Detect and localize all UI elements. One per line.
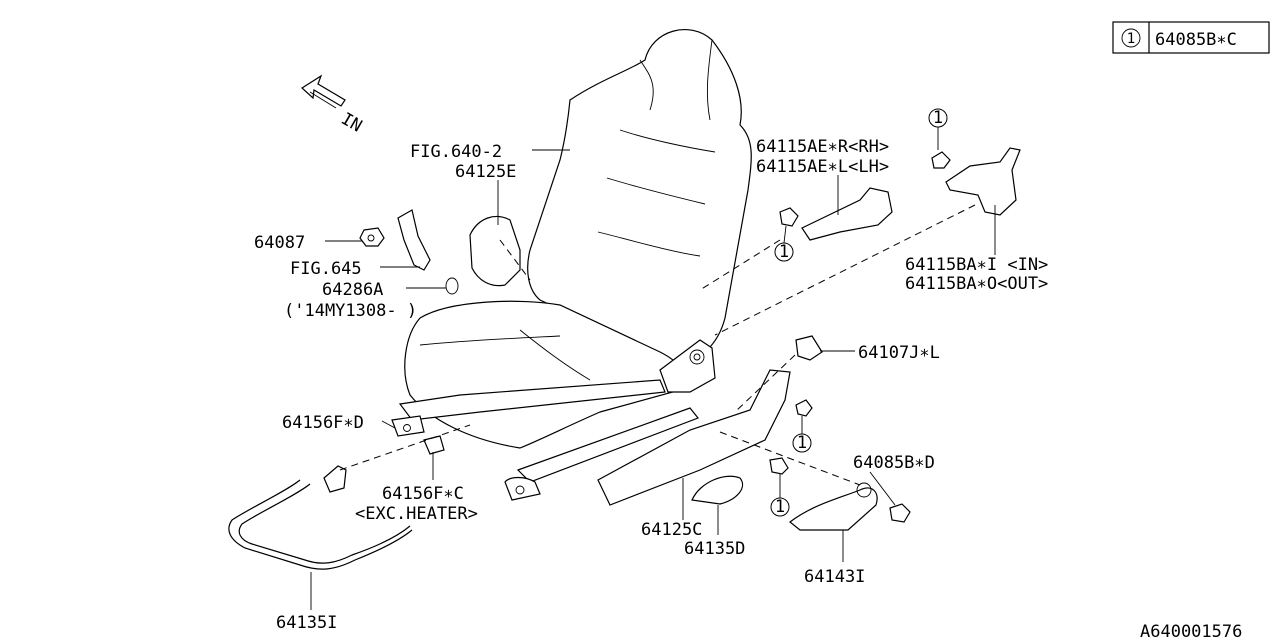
part-64156F-C bbox=[423, 435, 445, 455]
label-64115BA-I: 64115BA∗I <IN> bbox=[905, 255, 1048, 275]
part-64286A-washer bbox=[445, 277, 459, 295]
label-exc-heater: <EXC.HEATER> bbox=[355, 504, 478, 524]
label-64156F-D: 64156F∗D bbox=[282, 413, 364, 433]
svg-text:1: 1 bbox=[779, 242, 789, 262]
seat-backrest bbox=[527, 29, 752, 366]
part-64125E-inner-cover bbox=[469, 215, 521, 287]
callout-lower-side-screw: 1 bbox=[770, 474, 790, 517]
part-64115BA-recliner-cover bbox=[945, 147, 1021, 216]
part-64156F-D bbox=[323, 465, 347, 493]
assembly-line-side bbox=[719, 431, 861, 486]
label-64085B-D: 64085B∗D bbox=[853, 453, 935, 473]
callout-upper-side-screw: 1 bbox=[792, 416, 812, 453]
label-64143I: 64143I bbox=[804, 567, 865, 587]
label-fig645: FIG.645 bbox=[290, 259, 362, 279]
label-64115AE-R: 64115AE∗R<RH> bbox=[756, 137, 889, 157]
in-direction-arrow-icon bbox=[301, 74, 346, 109]
part-64125C-side-cover bbox=[597, 369, 791, 506]
assembly-line-harness bbox=[339, 424, 471, 471]
label-64107J: 64107J∗L bbox=[858, 343, 940, 363]
label-64125E: 64125E bbox=[455, 162, 516, 182]
label-14my1308: ('14MY1308- ) bbox=[284, 301, 417, 321]
label-64087: 64087 bbox=[254, 233, 305, 253]
label-64135D: 64135D bbox=[684, 539, 745, 559]
assembly-line-cap bbox=[734, 354, 796, 413]
label-fig640-2: FIG.640-2 bbox=[410, 142, 502, 162]
leader-lines bbox=[310, 149, 996, 610]
screw-64085B-D bbox=[889, 503, 911, 523]
label-64156F-C: 64156F∗C bbox=[382, 484, 464, 504]
part-64087-nut bbox=[359, 227, 385, 247]
part-64143I-handle bbox=[789, 487, 878, 531]
screw-64115BA bbox=[931, 151, 951, 169]
belt-anchor-fig645 bbox=[397, 209, 431, 271]
part-64107J-cap bbox=[795, 335, 823, 361]
label-64125C: 64125C bbox=[641, 520, 702, 540]
assembly-line-recliner bbox=[714, 204, 976, 336]
legend-box: 1 64085B∗C bbox=[1112, 21, 1270, 54]
part-64115AE-hinge-cover bbox=[801, 187, 893, 241]
label-64286A: 64286A bbox=[322, 280, 383, 300]
label-64135I: 64135I bbox=[276, 613, 337, 633]
callout-recliner-screw: 1 bbox=[928, 108, 948, 150]
legend-code: 64085B∗C bbox=[1155, 30, 1237, 50]
svg-text:1: 1 bbox=[797, 433, 807, 453]
part-64135I-wire bbox=[228, 479, 413, 570]
label-64115AE-L: 64115AE∗L<LH> bbox=[756, 157, 889, 177]
assembly-line-cover bbox=[499, 239, 531, 281]
diagram-id: A640001576 bbox=[1140, 622, 1242, 640]
part-64135D-knob bbox=[691, 475, 744, 505]
callout-hinge-screw: 1 bbox=[774, 225, 794, 262]
assembly-line-hinge bbox=[699, 239, 781, 291]
label-64115BA-O: 64115BA∗O<OUT> bbox=[905, 274, 1048, 294]
legend-callout-circle bbox=[1121, 28, 1141, 48]
seat-rails bbox=[391, 339, 716, 501]
svg-text:1: 1 bbox=[775, 497, 785, 517]
legend-marker: 1 bbox=[1127, 31, 1135, 47]
screw-upper-side bbox=[795, 399, 813, 417]
screw-64115AE bbox=[779, 207, 799, 227]
screw-lower-side bbox=[769, 457, 789, 475]
svg-text:1: 1 bbox=[933, 108, 943, 128]
direction-label: IN bbox=[338, 109, 366, 137]
